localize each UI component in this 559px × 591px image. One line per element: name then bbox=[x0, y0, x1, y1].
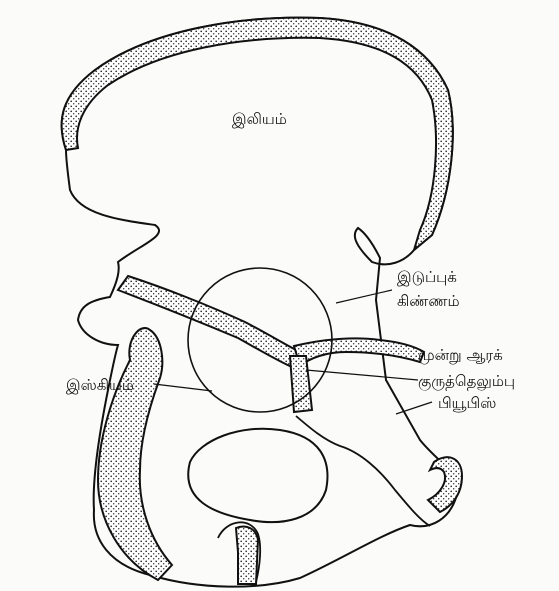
triradiate-arm-right bbox=[294, 338, 424, 366]
pubis-cartilage-right bbox=[428, 457, 462, 512]
label-ilium: இலியம் bbox=[232, 110, 287, 128]
leader-acetabulum bbox=[336, 290, 392, 303]
label-acetabulum-line2: கிண்ணம் bbox=[397, 292, 460, 310]
ischium-cartilage-band bbox=[98, 328, 172, 580]
obturator-foramen bbox=[188, 429, 327, 522]
label-pubis: பியூபிஸ் bbox=[438, 394, 496, 412]
label-acetabulum-line1: இடுப்புக் bbox=[397, 268, 457, 286]
ischiopubic-curve bbox=[296, 416, 430, 526]
ilium-cartilage-band bbox=[62, 18, 453, 250]
label-ischium: இஸ்கியம் bbox=[66, 376, 134, 394]
inferior-cartilage bbox=[236, 527, 258, 585]
label-triradiate-line2: குருத்தெலும்பு bbox=[418, 372, 515, 390]
label-triradiate-line1: மூன்று ஆரக் bbox=[418, 346, 503, 364]
